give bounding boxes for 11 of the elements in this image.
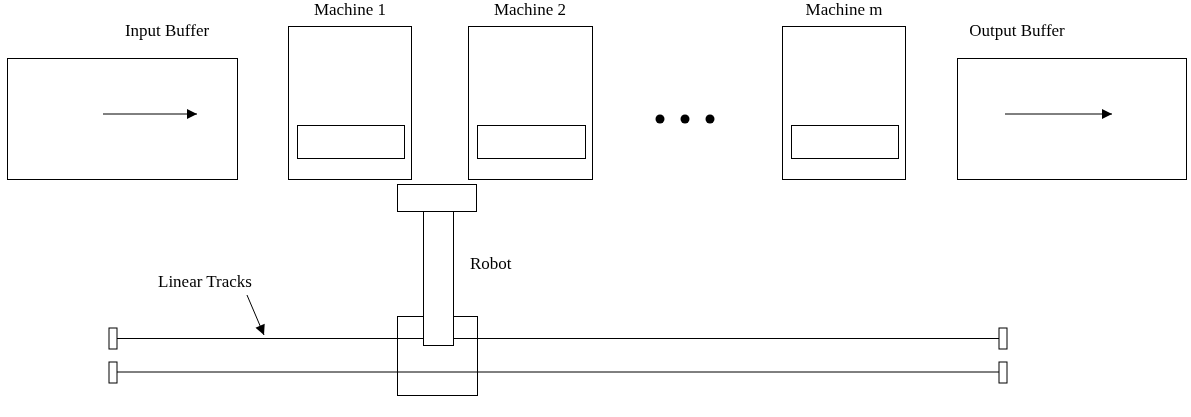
machine-slot <box>477 125 586 159</box>
track-label: Linear Tracks <box>158 272 252 292</box>
robot-label: Robot <box>470 254 512 274</box>
machine-slot <box>297 125 405 159</box>
leader-line <box>246 294 265 336</box>
machine-label: Machine 1 <box>313 0 387 20</box>
machine-label: Machine m <box>805 0 883 20</box>
machine-slot <box>791 125 899 159</box>
machine-label: Machine 2 <box>493 0 567 20</box>
buffer-label: Output Buffer <box>969 21 1065 41</box>
buffer-label: Input Buffer <box>124 21 210 41</box>
